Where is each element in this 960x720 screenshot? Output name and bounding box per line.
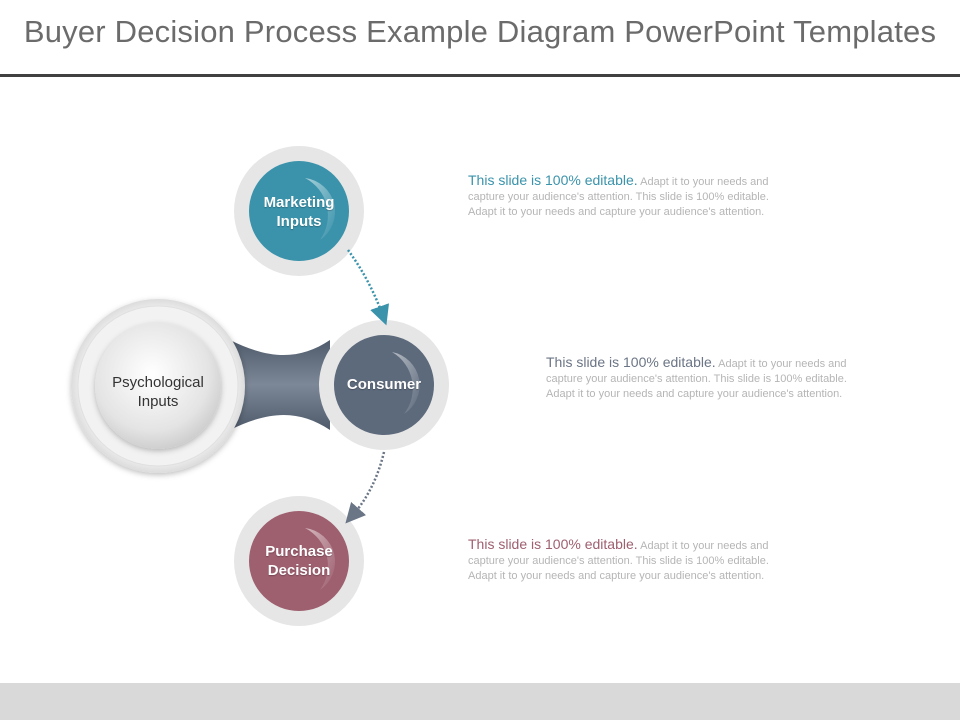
footer-band bbox=[0, 683, 960, 720]
psych-consumer-connector bbox=[230, 340, 330, 430]
node-marketing-inputs bbox=[234, 146, 364, 276]
slide-title: Buyer Decision Process Example Diagram P… bbox=[23, 14, 937, 49]
description-marketing-body3: Adapt it to your needs and capture your … bbox=[468, 206, 765, 218]
psychological-label-line2: Inputs bbox=[137, 393, 179, 410]
description-marketing-body1: Adapt it to your needs and bbox=[640, 176, 769, 188]
psychological-inputs-label: Psychological Inputs bbox=[98, 373, 218, 411]
arrow-consumer-to-purchase bbox=[345, 451, 386, 524]
node-psychological-inputs bbox=[71, 299, 245, 473]
description-consumer-body1: Adapt it to your needs and bbox=[718, 358, 847, 370]
consumer-label: Consumer bbox=[334, 375, 434, 394]
psychological-label-line1: Psychological bbox=[112, 374, 204, 391]
description-consumer-lead: This slide is 100% editable. bbox=[546, 354, 716, 370]
title-divider bbox=[0, 74, 960, 77]
description-marketing: This slide is 100% editable. Adapt it to… bbox=[468, 173, 828, 220]
description-purchase-body3: Adapt it to your needs and capture your … bbox=[468, 570, 765, 582]
node-purchase-decision bbox=[234, 496, 364, 626]
arrow-marketing-to-consumer bbox=[346, 249, 390, 326]
purchase-label-line1: Purchase bbox=[265, 543, 333, 560]
description-purchase-lead: This slide is 100% editable. bbox=[468, 536, 638, 552]
description-purchase-body1: Adapt it to your needs and bbox=[640, 540, 769, 552]
marketing-label-line1: Marketing bbox=[263, 194, 335, 211]
description-purchase-body2: capture your audience's attention. This … bbox=[468, 555, 769, 567]
description-purchase: This slide is 100% editable. Adapt it to… bbox=[468, 537, 828, 584]
description-consumer: This slide is 100% editable. Adapt it to… bbox=[546, 355, 926, 402]
purchase-decision-label: Purchase Decision bbox=[249, 542, 349, 580]
consumer-label-line1: Consumer bbox=[346, 376, 422, 393]
marketing-inputs-label: Marketing Inputs bbox=[249, 193, 349, 231]
purchase-label-line2: Decision bbox=[267, 562, 331, 579]
description-marketing-lead: This slide is 100% editable. bbox=[468, 172, 638, 188]
description-consumer-body3: Adapt it to your needs and capture your … bbox=[546, 388, 843, 400]
description-consumer-body2: capture your audience's attention. This … bbox=[546, 373, 847, 385]
marketing-label-line2: Inputs bbox=[276, 213, 322, 230]
node-consumer bbox=[319, 320, 449, 450]
description-marketing-body2: capture your audience's attention. This … bbox=[468, 191, 769, 203]
